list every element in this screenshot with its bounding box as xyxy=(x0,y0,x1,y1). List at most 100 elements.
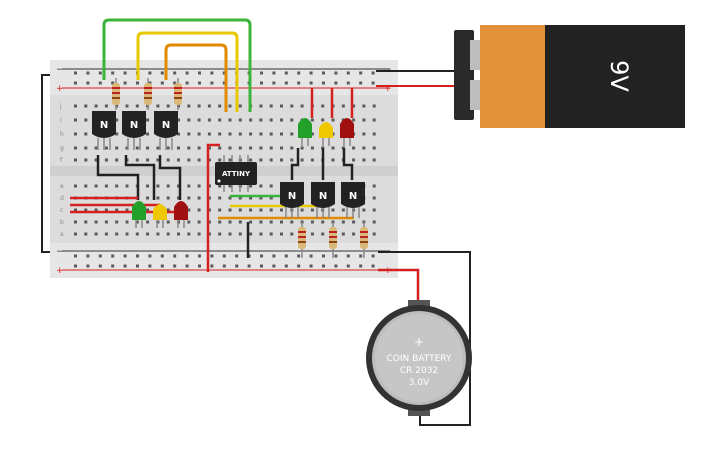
breadboard-hole xyxy=(310,158,314,162)
breadboard-hole xyxy=(84,184,88,188)
breadboard-hole xyxy=(228,146,232,150)
breadboard-hole xyxy=(146,232,150,236)
rail-hole xyxy=(210,264,214,268)
breadboard-hole xyxy=(341,220,345,224)
breadboard-hole xyxy=(187,208,191,212)
breadboard-hole xyxy=(259,184,263,188)
breadboard-hole xyxy=(218,158,222,162)
breadboard-hole xyxy=(249,232,253,236)
breadboard-hole xyxy=(207,118,211,122)
chip-label: ATTINY xyxy=(222,170,251,178)
transistor-label: N xyxy=(100,120,108,131)
wire-black-led-yellow xyxy=(124,155,156,200)
resistor-top-3 xyxy=(174,78,182,110)
breadboard-hole xyxy=(156,232,160,236)
rail-hole xyxy=(185,81,189,85)
rail-hole xyxy=(284,264,288,268)
breadboard-hole xyxy=(269,184,273,188)
rail-hole xyxy=(371,254,375,258)
wire-black-led-green xyxy=(96,155,140,200)
rail-hole xyxy=(160,254,164,258)
breadboard-hole xyxy=(74,158,77,162)
breadboard-hole xyxy=(187,184,191,188)
rail-hole xyxy=(272,81,276,85)
breadboard-hole xyxy=(300,208,304,212)
breadboard-hole xyxy=(238,220,242,224)
breadboard-hole xyxy=(146,208,150,212)
breadboard-hole xyxy=(166,104,170,108)
rail-hole xyxy=(74,71,77,75)
breadboard-hole xyxy=(125,184,129,188)
rail-hole xyxy=(322,71,325,75)
breadboard-hole xyxy=(207,146,211,150)
breadboard-hole xyxy=(94,220,98,224)
rail-hole xyxy=(198,81,201,85)
breadboard-hole xyxy=(84,158,88,162)
breadboard-hole xyxy=(156,220,160,224)
breadboard-hole xyxy=(269,118,273,122)
breadboard-hole xyxy=(290,220,294,224)
breadboard-hole xyxy=(280,118,283,122)
breadboard-hole xyxy=(331,146,335,150)
battery-9v: 9V xyxy=(376,25,685,128)
rail-hole xyxy=(322,264,325,268)
breadboard-hole xyxy=(94,158,98,162)
rail-hole xyxy=(260,264,263,268)
breadboard-hole xyxy=(249,184,253,188)
rail-hole xyxy=(148,264,152,268)
breadboard-hole xyxy=(290,232,294,236)
wire-yellow-top xyxy=(136,31,239,112)
rail-hole xyxy=(86,264,90,268)
rail-hole xyxy=(173,81,177,85)
coin-battery-line3: 3.0V xyxy=(409,378,430,388)
breadboard-hole xyxy=(74,118,77,122)
breadboard-hole xyxy=(187,146,191,150)
rail-hole xyxy=(235,264,239,268)
rail-hole xyxy=(98,71,102,75)
breadboard-hole xyxy=(259,220,263,224)
transistor-label: N xyxy=(288,191,296,202)
rail-mark-plus-bottom-left: + xyxy=(56,266,64,276)
breadboard-hole xyxy=(310,208,314,212)
breadboard-hole xyxy=(259,104,263,108)
breadboard-hole xyxy=(177,184,180,188)
rail-hole xyxy=(371,71,375,75)
breadboard-hole xyxy=(115,232,119,236)
led-red-left xyxy=(174,201,188,228)
rail-hole xyxy=(148,81,152,85)
resistor-top-2 xyxy=(144,78,152,110)
rail-mark-plus-top-right: + xyxy=(384,84,392,94)
breadboard-hole xyxy=(218,196,222,200)
breadboard-hole xyxy=(228,158,232,162)
breadboard-hole xyxy=(238,104,242,108)
breadboard-hole xyxy=(269,158,273,162)
breadboard-hole xyxy=(228,208,232,212)
breadboard-hole xyxy=(177,132,180,136)
breadboard-hole xyxy=(228,220,232,224)
transistor-label: N xyxy=(349,191,357,202)
breadboard-hole xyxy=(321,232,325,236)
breadboard-hole xyxy=(372,104,376,108)
breadboard-hole xyxy=(135,232,139,236)
breadboard-hole xyxy=(218,146,222,150)
rail-hole xyxy=(297,81,301,85)
breadboard-hole xyxy=(259,208,263,212)
rail-hole xyxy=(210,71,214,75)
breadboard-hole xyxy=(228,232,232,236)
rail-hole xyxy=(309,81,313,85)
led-yellow-left xyxy=(153,204,167,228)
breadboard-hole xyxy=(280,158,283,162)
coin-battery-line2: CR 2032 xyxy=(400,366,438,376)
breadboard-hole xyxy=(146,158,150,162)
breadboard-hole xyxy=(135,104,139,108)
breadboard-hole xyxy=(249,208,253,212)
breadboard-hole xyxy=(207,220,211,224)
battery-9v-label: 9V xyxy=(605,60,633,92)
breadboard-hole xyxy=(94,104,98,108)
breadboard-hole xyxy=(146,220,150,224)
breadboard-hole xyxy=(156,146,160,150)
breadboard-hole xyxy=(115,146,119,150)
rail-hole xyxy=(371,264,375,268)
breadboard-hole xyxy=(207,184,211,188)
rail-hole xyxy=(98,264,102,268)
